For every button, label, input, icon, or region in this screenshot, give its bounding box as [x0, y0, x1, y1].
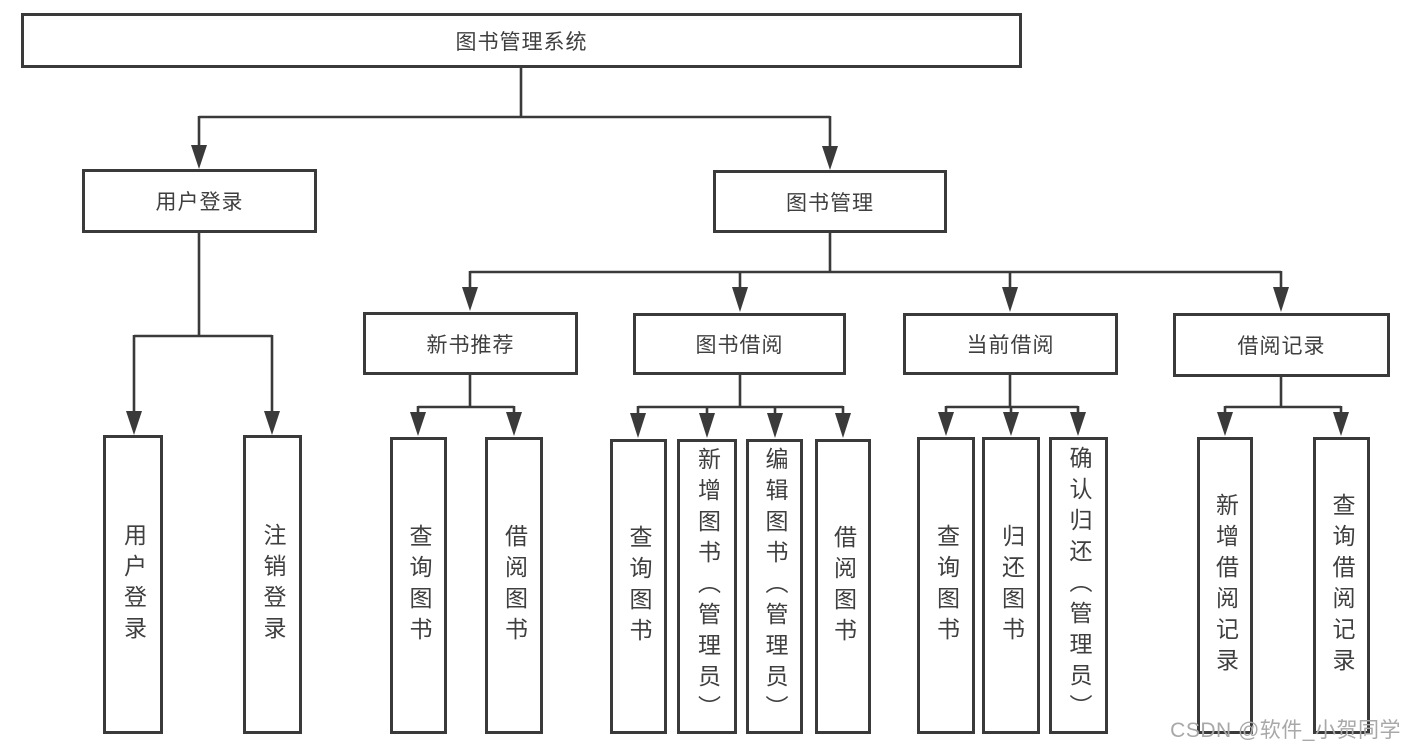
node-leaf-logout: 注销登录: [243, 435, 302, 734]
node-leaf-query-books-recommend: 查询图书: [390, 437, 447, 734]
node-root: 图书管理系统: [21, 13, 1022, 68]
node-leaf-add-borrow-record: 新增借阅记录: [1197, 437, 1253, 734]
csdn-watermark: CSDN @软件_小贺同学: [1170, 719, 1401, 742]
node-book-borrow: 图书借阅: [633, 313, 846, 375]
node-leaf-edit-books-admin: 编辑图书（管理员）: [746, 439, 803, 734]
node-leaf-user-login: 用户登录: [103, 435, 163, 734]
node-leaf-query-books-borrow: 查询图书: [610, 439, 667, 734]
node-leaf-query-books-current: 查询图书: [917, 437, 975, 734]
node-leaf-add-books-admin: 新增图书（管理员）: [677, 439, 737, 734]
node-new-book-recommend: 新书推荐: [363, 312, 578, 375]
node-leaf-return-books: 归还图书: [982, 437, 1040, 734]
node-leaf-borrow-books: 借阅图书: [815, 439, 871, 734]
node-user-login: 用户登录: [82, 169, 317, 233]
node-leaf-query-borrow-record: 查询借阅记录: [1313, 437, 1370, 734]
node-leaf-confirm-return-admin: 确认归还（管理员）: [1049, 437, 1108, 734]
node-leaf-borrow-books-recommend: 借阅图书: [485, 437, 543, 734]
node-borrow-record: 借阅记录: [1173, 313, 1390, 377]
node-book-management: 图书管理: [713, 170, 947, 233]
node-current-borrow: 当前借阅: [903, 313, 1118, 375]
